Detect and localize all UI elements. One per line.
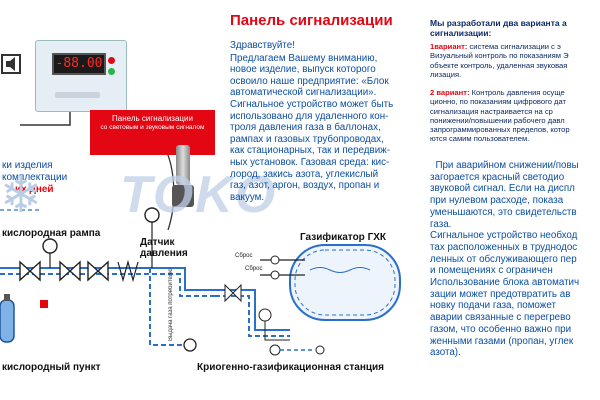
intro-line: новое изделие, выпуск которого [230,64,376,76]
description-line: ленных от обслуживающего пер [430,253,577,265]
gasifier-label: Газификатор ГХК [300,232,387,243]
callout-title: Панель сигнализации [112,114,193,123]
intro-line: автоматической сигнализации». [230,87,377,99]
variant-1-line-1: 1вариант: система сигнализации с э [430,42,600,51]
intro-line: освоило наше предприятие: «Блок [230,75,389,87]
variant-2-first: Контроль давления осуще [469,88,565,97]
intro-line: ных установок. Газовая среда: кис- [230,156,390,168]
intro-line: Сигнальное устройство может быть [230,98,394,110]
punkt-label: кислородный пункт [2,362,101,373]
variants-intro-line-1: Мы разработали два варианта а [430,18,567,28]
description-line: зации может предотвратить ав [430,288,571,300]
toko-watermark: TOKO [120,166,278,224]
intro-line: троля давления газа в баллонах, [230,122,381,134]
description-line: женными газами (пропан, углек [430,335,574,347]
green-led-icon [108,68,115,75]
rampa-label: кислородная рампа [2,228,101,239]
page-title: Панель сигнализации [230,12,393,29]
text-fragment-2: комплектации [2,172,68,183]
alarm-panel-device [35,40,127,112]
callout-label: Панель сигнализации со световым и звуков… [90,110,215,155]
station-label: Криогенно-газификационная станция [197,362,384,373]
intro-line: газ, азот, аргон, воздух, пропан и [230,180,380,192]
intro-line: рампах и газовых трубопроводах, [230,133,384,145]
description-line: аварии связанные с перегрево [430,312,571,324]
scheme-diagram: -88.00 Панель сигнализации со световым и… [0,0,215,400]
callout-subtitle: со световым и звуковым сигналом [100,124,205,131]
text-fragment-3: их дней [15,184,54,195]
device-display: -88.00 [52,53,106,75]
intro-line: лород, закись азота, углекислый [230,168,379,180]
variant-2-line: ются самим пользователем. [430,134,530,144]
device-buttons [55,92,100,98]
description-line: тах расположенных в труднодос [430,241,578,253]
variant-2-line: понижении/повышении рабочего давл [430,115,565,125]
intro-text: Здравствуйте! Предлагаем Вашему вниманию… [230,40,410,203]
description-line: загорается красный светодио [430,171,565,183]
intro-paragraph: Предлагаем Вашему вниманию,новое изделие… [230,53,410,204]
variant-2-label: 2 вариант: [430,88,470,97]
variant-2: 2 вариант: Контроль давления осуще ционн… [430,88,600,144]
variant-2-line: запрограммированных пределов, котор [430,125,570,135]
variant-1-label: 1вариант: [430,42,468,51]
variant-1-line: объекте контроль, удаленная звуковая [430,60,568,70]
intro-line: вакуум. [230,191,265,203]
description-line: уменьшаются, это свидетельств [430,206,577,218]
variant-1-first: система сигнализации с э [467,42,561,51]
description-line: звуковой сигнал. Если на диспл [430,183,575,195]
description-line: новку подачи газа, поможет [430,300,556,312]
variants-intro: Мы разработали два варианта а сигнализац… [430,18,600,38]
gasifier-diagram [215,244,401,356]
pressure-sensor-icon [176,145,190,185]
intro-line: как стационарных, так и передвиж- [230,145,390,157]
sbros-label-2: Сброс [245,266,263,272]
text-fragment-1: ки изделия [2,160,53,171]
description-line: Сигнальное устройство необход [430,230,578,242]
description-line: азота). [430,347,461,359]
variant-2-line: ционно, по показаниям цифрового дат [430,97,566,107]
variant-2-line: сигнализация настраивается на ср [430,106,553,116]
variant-1-line: лизация. [430,69,462,79]
description-line: Использование блока автоматич [430,277,580,289]
sensor-label: Датчик давления [140,237,188,259]
description-line: газом, что особенно важно при [430,323,572,335]
variant-2-line-1: 2 вариант: Контроль давления осуще [430,88,600,97]
description-line: газа. [430,218,452,230]
red-led-icon [108,57,115,64]
description-line: при нулевом расходе, показа [430,195,564,207]
variant-1-line: Визуальный контроль по показаниям Э [430,51,569,61]
sbros-label-1: Сброс [235,253,253,259]
variants-intro-line-2: сигнализации: [430,28,492,38]
description-line: При аварийном снижении/повы [430,160,579,171]
intro-line: Предлагаем Вашему вниманию, [230,52,378,64]
variant-1: 1вариант: система сигнализации с э Визуа… [430,42,600,79]
vydacha-label: Выдача газа потребителю [168,268,174,341]
snowflake-logo-icon: ❄ [0,167,42,223]
intro-line: использовано для удаленного кон- [230,110,389,122]
description-line: и помещениях с ограничен [430,265,553,277]
sensor-base [172,185,194,207]
greeting: Здравствуйте! [230,40,295,51]
